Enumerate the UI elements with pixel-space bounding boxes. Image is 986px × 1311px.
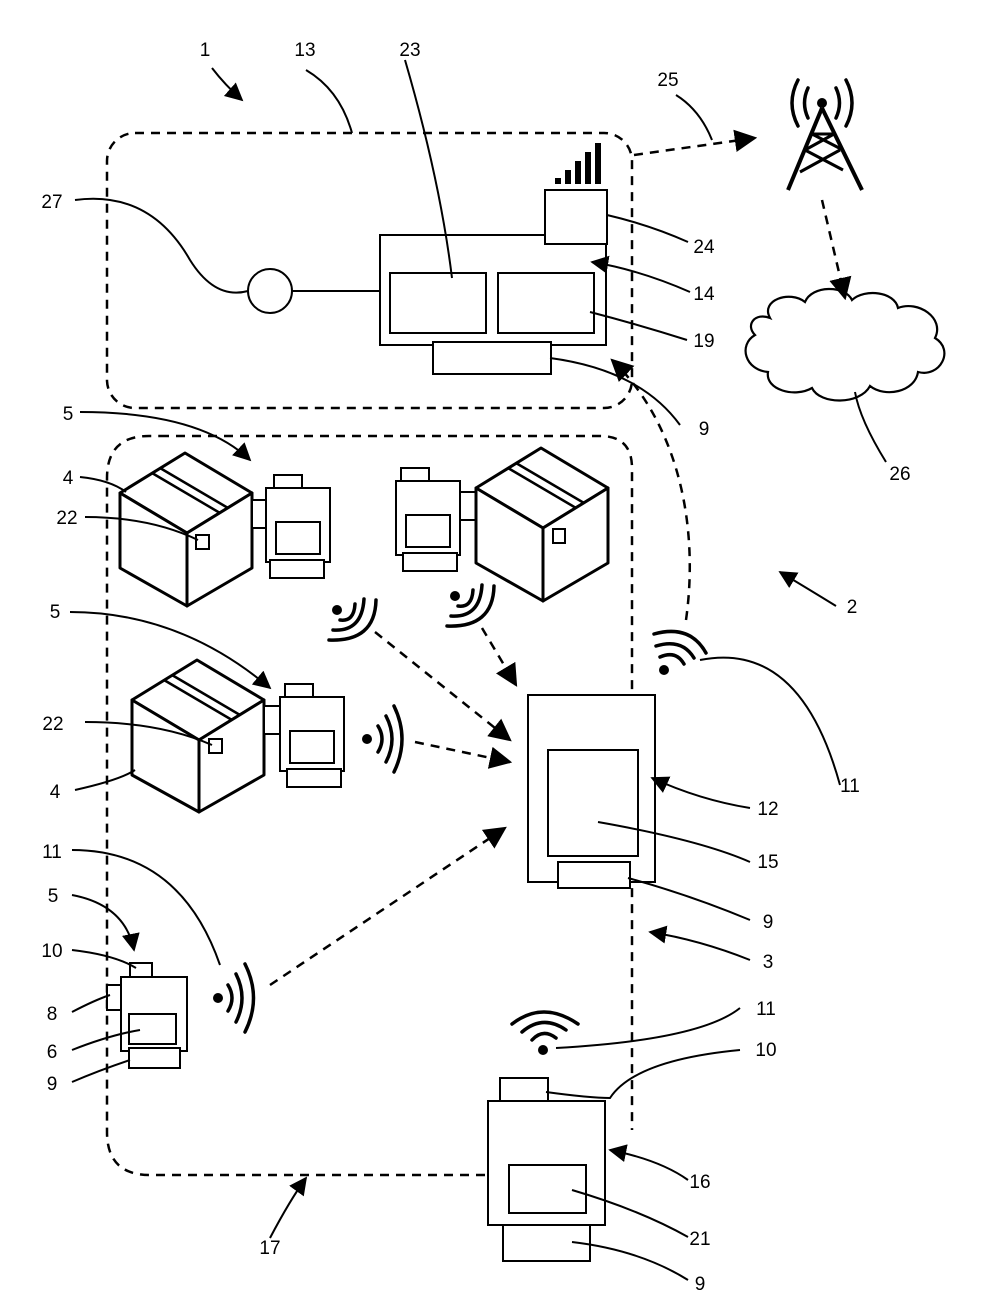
label-uplink: 25: [657, 70, 678, 91]
wireless-icon-5: [654, 631, 706, 675]
label-sensor-unit-a: 5: [63, 404, 74, 425]
label-marker-b: 22: [42, 714, 63, 735]
handheld-display: [509, 1165, 586, 1213]
reference-numerals: 1 13 23 25 27 24 14 19 9 26 5 4 22 2 5 2…: [41, 40, 910, 1295]
wireless-icon-1: [329, 599, 376, 640]
package-marker: [553, 529, 565, 543]
sensor-unit-4: [107, 963, 187, 1068]
label-display: 21: [689, 1229, 710, 1250]
label-processor: 19: [693, 331, 714, 352]
label-marker-a: 22: [56, 508, 77, 529]
processor-block: [498, 273, 594, 333]
label-sensor: 6: [47, 1042, 58, 1063]
wireless-icon-4: [213, 964, 254, 1032]
signal-bars-icon: [555, 143, 601, 184]
label-wireless-a: 11: [840, 776, 860, 797]
label-sensor-unit-c: 5: [48, 886, 59, 907]
cloud-icon: [746, 289, 945, 401]
control-comm-module: [433, 342, 551, 374]
label-battery-b: 10: [755, 1040, 776, 1061]
label-hub: 12: [757, 799, 778, 820]
label-comm-module-top: 9: [699, 419, 710, 440]
label-cloud: 26: [889, 464, 910, 485]
cell-modem-block: [545, 190, 607, 244]
label-control-device: 14: [693, 284, 715, 305]
cell-tower-icon: [788, 80, 862, 190]
label-wireless-c: 11: [756, 999, 776, 1020]
label-boundary: 17: [259, 1238, 280, 1259]
wireless-icon-2: [447, 585, 494, 626]
hub-processor: [548, 750, 638, 856]
label-cell-modem: 24: [693, 237, 715, 258]
package-marker: [209, 739, 222, 753]
label-control-area: 13: [294, 40, 315, 61]
label-system: 1: [200, 40, 211, 61]
package-2: [476, 448, 608, 601]
sensor-unit-2: [396, 468, 476, 571]
label-package-b: 4: [50, 782, 61, 803]
hub-comm-module: [558, 862, 630, 888]
sensor-unit-1: [252, 475, 330, 578]
package-3: [132, 660, 264, 812]
label-wireless-b: 11: [42, 842, 62, 863]
label-battery-a: 10: [41, 941, 62, 962]
memory-block: [390, 273, 486, 333]
input-circle: [248, 269, 380, 313]
hub-device: [528, 695, 655, 888]
label-hub-processor: 15: [757, 852, 778, 873]
label-comm-module-unit: 9: [47, 1074, 58, 1095]
wireless-icon-3: [362, 706, 402, 772]
control-device: [380, 143, 607, 374]
label-memory: 23: [399, 40, 420, 61]
label-network: 3: [763, 952, 774, 973]
label-package-a: 4: [63, 468, 74, 489]
label-comm-module-handheld: 9: [695, 1274, 706, 1295]
sensor-unit-3: [264, 684, 344, 787]
handheld-device: [488, 1078, 605, 1261]
label-attachment: 8: [47, 1004, 58, 1025]
wireless-icon-6: [512, 1012, 578, 1055]
package-marker: [196, 535, 209, 549]
package-1: [120, 453, 252, 606]
label-sensor-unit-b: 5: [50, 602, 61, 623]
label-handheld: 16: [689, 1172, 710, 1193]
label-comm-module-hub: 9: [763, 912, 774, 933]
label-site: 2: [847, 597, 858, 618]
label-input: 27: [41, 192, 62, 213]
